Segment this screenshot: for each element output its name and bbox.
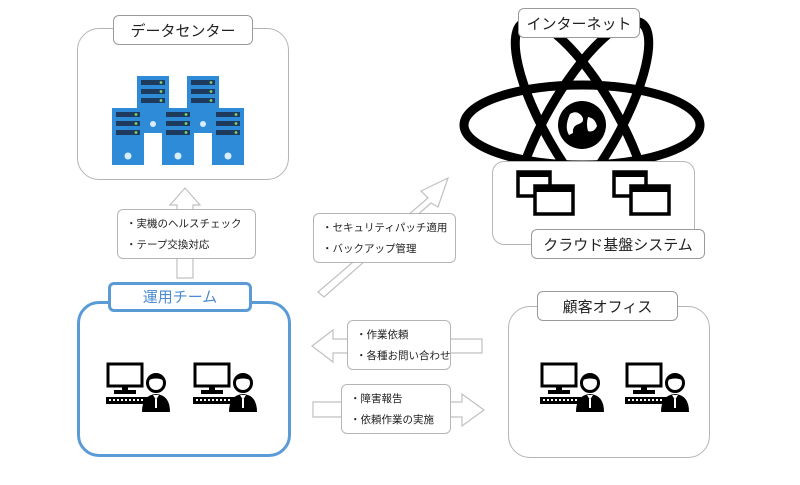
cloud-title: クラウド基盤システム (531, 229, 705, 259)
globe-icon (558, 101, 606, 149)
note-item: ・実機のヘルスチェック (126, 218, 242, 230)
note-item: ・障害報告 (350, 393, 403, 405)
office-title: 顧客オフィス (537, 291, 678, 321)
note-item: ・テープ交換対応 (126, 239, 210, 251)
note-item: ・セキュリティパッチ適用 (322, 222, 448, 234)
note-item: ・作業依頼 (356, 329, 409, 341)
workstation-user-icon (538, 362, 606, 414)
note-item: ・各種お問い合わせ (356, 350, 451, 362)
note-to-datacenter: ・実機のヘルスチェック ・テープ交換対応 (117, 209, 256, 259)
internet-title: インターネット (518, 8, 640, 38)
workstation-user-icon (623, 362, 691, 414)
workstation-user-icon (104, 362, 172, 414)
team-title: 運用チーム (108, 282, 252, 312)
workstation-user-icon (191, 362, 259, 414)
note-to-cloud: ・セキュリティパッチ適用 ・バックアップ管理 (313, 213, 456, 263)
note-from-office: ・作業依頼 ・各種お問い合わせ (347, 320, 451, 370)
datacenter-title: データセンター (113, 15, 253, 45)
note-item: ・バックアップ管理 (322, 243, 417, 255)
note-item: ・依頼作業の実施 (350, 414, 434, 426)
note-to-office: ・障害報告 ・依頼作業の実施 (341, 384, 451, 434)
